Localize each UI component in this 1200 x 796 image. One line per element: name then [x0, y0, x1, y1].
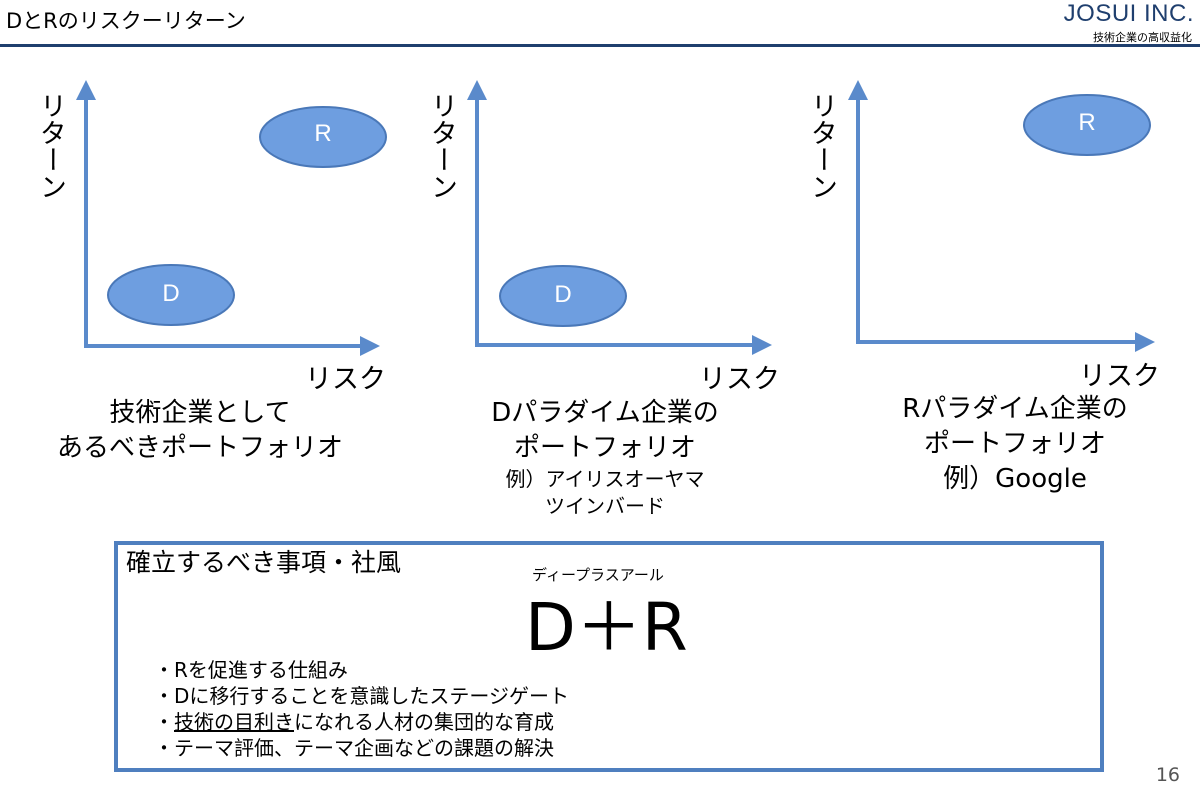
page-number: 16 [1155, 764, 1180, 786]
diagram-3-axes [848, 80, 1155, 352]
diagram-3-ellipse-r-label: R [1078, 109, 1096, 136]
bullet-text: ・Rを促進する仕組み [154, 658, 348, 682]
header-divider [0, 44, 1200, 47]
diagram-3-ellipse-r [1023, 94, 1151, 156]
diagram-2-x-axis-label: リスク [699, 364, 780, 395]
diagram-1-ellipse-r-label: R [314, 120, 332, 147]
diagram-3-y-axis-label: リターン [806, 92, 837, 200]
diagram-3-caption-line-2: ポートフォリオ [923, 429, 1106, 459]
diagram-2-y-axis-label: リターン [426, 92, 457, 200]
diagram-2-caption: Dパラダイム企業の ポートフォリオ 例）アイリスオーヤマ ツインバード [440, 396, 770, 520]
diagram-2-caption-line-1: Dパラダイム企業の [491, 398, 719, 428]
list-item: ・技術の目利きになれる人材の集団的な育成 [154, 709, 569, 735]
diagram-1-ellipse-d-label: D [162, 280, 180, 307]
diagram-3-caption: Rパラダイム企業の ポートフォリオ 例）Google [850, 392, 1180, 497]
diagram-1-axes [76, 80, 380, 356]
diagram-1-x-axis-label: リスク [305, 364, 386, 395]
bullet-text: ・テーマ評価、テーマ企画などの課題の解決 [154, 736, 554, 760]
list-item: ・Rを促進する仕組み [154, 657, 569, 683]
diagram-1-caption-line-2: あるべきポートフォリオ [56, 433, 343, 463]
diagram-2-ellipse-d-label: D [554, 281, 572, 308]
values-bullet-list: ・Rを促進する仕組み ・Dに移行することを意識したステージゲート ・技術の目利き… [154, 657, 569, 761]
diagram-2-example-line-2: ツインバード [545, 494, 665, 518]
diagram-3-caption-line-1: Rパラダイム企業の [902, 394, 1128, 424]
diagram-2-caption-line-2: ポートフォリオ [513, 433, 696, 463]
values-box [114, 541, 1104, 772]
diagram-2-example-line-1: 例）アイリスオーヤマ [505, 467, 705, 491]
bullet-text: ・ [154, 710, 174, 734]
diagram-1-caption-line-1: 技術企業として [109, 398, 291, 428]
slide-title: DとRのリスクーリターン [6, 9, 246, 33]
diagram-3-caption-line-3: 例）Google [943, 464, 1087, 494]
diagram-1-y-axis-label: リターン [35, 92, 66, 200]
list-item: ・Dに移行することを意識したステージゲート [154, 683, 569, 709]
diagram-3-x-axis-label: リスク [1079, 361, 1160, 392]
diagram-1-caption: 技術企業として あるべきポートフォリオ [20, 396, 380, 466]
bullet-text: になれる人材の集団的な育成 [294, 710, 554, 734]
diagram-1-ellipse-d [107, 264, 235, 326]
diagram-1-ellipse-r [259, 106, 387, 168]
brand-logo-text: JOSUI INC. [1063, 0, 1194, 27]
values-box-title: 確立するべき事項・社風 [126, 548, 402, 577]
formula-reading: ディープラスアール [532, 566, 664, 584]
list-item: ・テーマ評価、テーマ企画などの課題の解決 [154, 735, 569, 761]
bullet-text-underlined: 技術の目利き [174, 710, 294, 734]
diagram-2-axes [467, 80, 772, 355]
diagram-2-ellipse-d [499, 265, 627, 327]
bullet-text: ・Dに移行することを意識したステージゲート [154, 684, 570, 708]
brand-tagline: 技術企業の高収益化 [1093, 31, 1192, 44]
formula-d-plus-r: D＋R [525, 589, 688, 666]
